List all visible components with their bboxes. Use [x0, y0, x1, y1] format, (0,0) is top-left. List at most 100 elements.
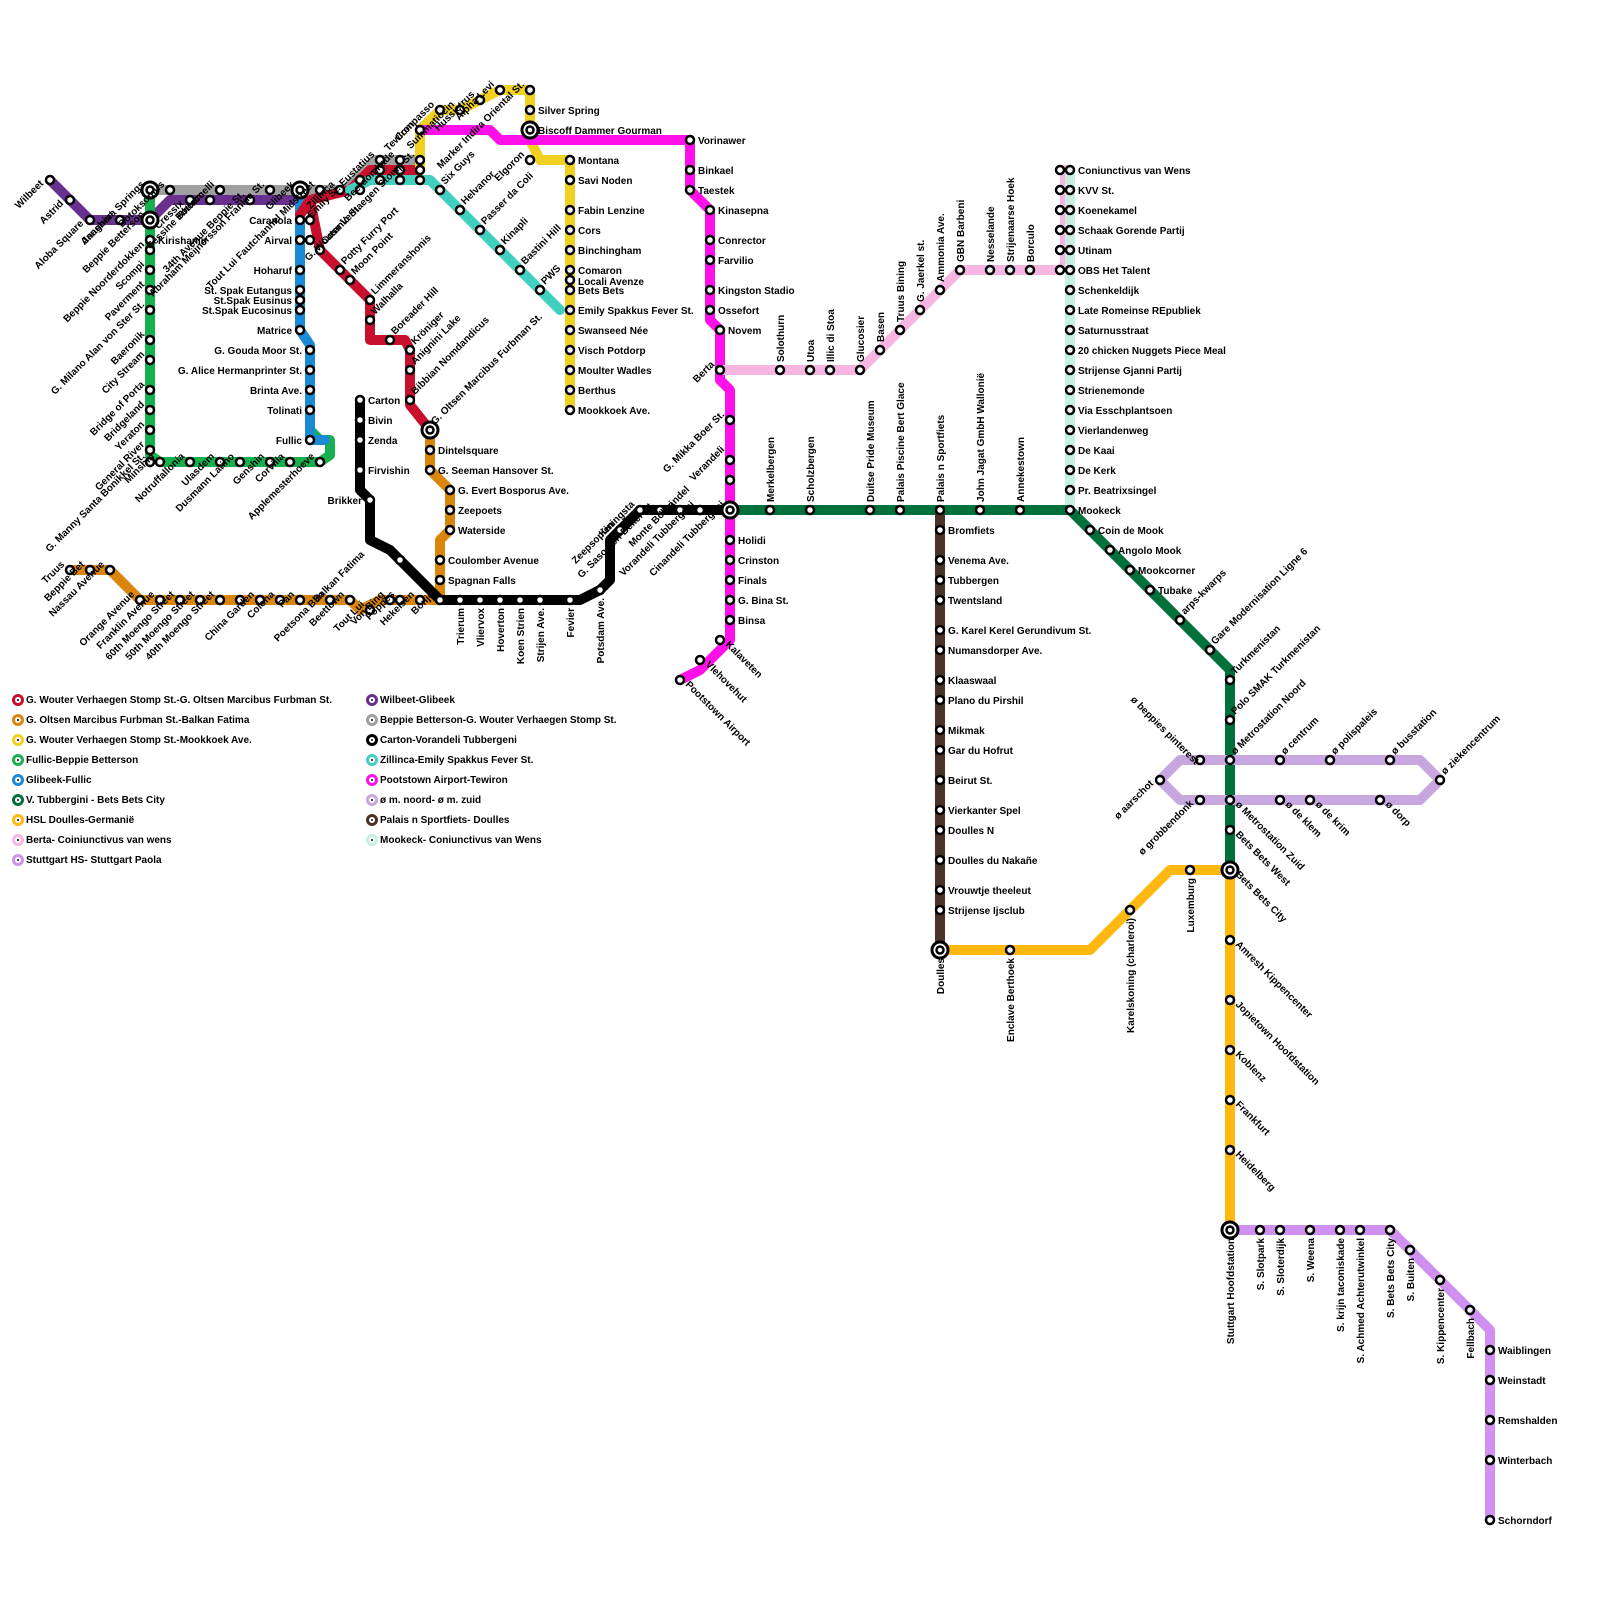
station-marker[interactable]: [104, 564, 116, 576]
station-marker[interactable]: [454, 104, 466, 116]
station-marker[interactable]: [804, 364, 816, 376]
station-marker[interactable]: [394, 154, 406, 166]
station-marker[interactable]: [954, 264, 966, 276]
station-marker[interactable]: [304, 214, 316, 226]
station-marker[interactable]: [724, 474, 736, 486]
station-marker[interactable]: [244, 194, 256, 206]
station-marker[interactable]: [704, 284, 716, 296]
station-marker[interactable]: [204, 194, 216, 206]
station-marker[interactable]: [314, 244, 326, 256]
station-marker[interactable]: [934, 504, 946, 516]
station-marker[interactable]: [494, 594, 506, 606]
station-marker[interactable]: [894, 504, 906, 516]
station-marker[interactable]: [1144, 584, 1156, 596]
station-marker[interactable]: [704, 204, 716, 216]
station-marker[interactable]: [1064, 184, 1076, 196]
station-marker[interactable]: [854, 364, 866, 376]
station-marker[interactable]: [934, 824, 946, 836]
station-marker[interactable]: [564, 244, 576, 256]
station-marker[interactable]: [724, 614, 736, 626]
station-marker[interactable]: [524, 104, 536, 116]
station-marker[interactable]: [394, 164, 406, 176]
station-marker[interactable]: [1124, 564, 1136, 576]
station-marker[interactable]: [354, 394, 366, 406]
station-marker[interactable]: [1194, 794, 1206, 806]
station-marker[interactable]: [564, 174, 576, 186]
station-marker[interactable]: [1374, 794, 1386, 806]
station-marker[interactable]: [1204, 644, 1216, 656]
station-marker[interactable]: [384, 594, 396, 606]
station-marker[interactable]: [1484, 1454, 1496, 1466]
station-marker[interactable]: [1004, 264, 1016, 276]
station-marker[interactable]: [654, 504, 666, 516]
station-marker[interactable]: [64, 564, 76, 576]
station-marker[interactable]: [354, 434, 366, 446]
station-marker[interactable]: [234, 594, 246, 606]
station-marker[interactable]: [674, 504, 686, 516]
station-marker[interactable]: [934, 524, 946, 536]
station-marker[interactable]: [1064, 384, 1076, 396]
station-marker[interactable]: [934, 674, 946, 686]
station-marker[interactable]: [1224, 674, 1236, 686]
station-marker[interactable]: [334, 264, 346, 276]
station-marker[interactable]: [594, 584, 606, 596]
station-marker[interactable]: [1224, 934, 1236, 946]
station-marker[interactable]: [1064, 224, 1076, 236]
station-marker[interactable]: [984, 264, 996, 276]
station-marker[interactable]: [144, 456, 156, 468]
station-marker[interactable]: [444, 484, 456, 496]
station-marker[interactable]: [1484, 1344, 1496, 1356]
station-marker[interactable]: [564, 284, 576, 296]
station-marker[interactable]: [304, 344, 316, 356]
station-marker[interactable]: [1334, 1224, 1346, 1236]
station-marker[interactable]: [264, 456, 276, 468]
station-marker[interactable]: [164, 184, 176, 196]
station-marker[interactable]: [934, 804, 946, 816]
station-marker[interactable]: [934, 854, 946, 866]
station-marker[interactable]: [564, 344, 576, 356]
station-marker[interactable]: [1224, 1044, 1236, 1056]
station-marker[interactable]: [454, 204, 466, 216]
station-marker[interactable]: [684, 184, 696, 196]
station-marker[interactable]: [914, 304, 926, 316]
station-marker[interactable]: [1184, 864, 1196, 876]
station-marker[interactable]: [934, 644, 946, 656]
station-marker[interactable]: [1154, 774, 1166, 786]
station-marker[interactable]: [1254, 1224, 1266, 1236]
station-marker[interactable]: [424, 444, 436, 456]
station-marker[interactable]: [564, 594, 576, 606]
station-marker[interactable]: [404, 344, 416, 356]
station-marker[interactable]: [84, 214, 96, 226]
station-marker[interactable]: [264, 184, 276, 196]
station-marker[interactable]: [134, 594, 146, 606]
station-marker[interactable]: [1064, 204, 1076, 216]
station-marker[interactable]: [354, 184, 366, 196]
station-marker[interactable]: [314, 184, 326, 196]
station-marker[interactable]: [704, 304, 716, 316]
station-marker[interactable]: [364, 314, 376, 326]
station-marker[interactable]: [214, 456, 226, 468]
station-marker[interactable]: [1124, 904, 1136, 916]
station-marker[interactable]: [474, 594, 486, 606]
station-marker[interactable]: [934, 774, 946, 786]
station-marker[interactable]: [1174, 614, 1186, 626]
station-marker[interactable]: [304, 384, 316, 396]
station-marker[interactable]: [494, 84, 506, 96]
station-marker[interactable]: [234, 456, 246, 468]
station-marker[interactable]: [1384, 754, 1396, 766]
station-marker[interactable]: [1484, 1414, 1496, 1426]
station-marker[interactable]: [194, 594, 206, 606]
station-marker[interactable]: [614, 524, 626, 536]
station-marker[interactable]: [524, 84, 536, 96]
station-marker[interactable]: [144, 334, 156, 346]
station-marker[interactable]: [214, 594, 226, 606]
station-marker[interactable]: [1274, 1224, 1286, 1236]
station-marker[interactable]: [1064, 364, 1076, 376]
station-marker[interactable]: [364, 494, 376, 506]
station-marker[interactable]: [434, 574, 446, 586]
station-marker[interactable]: [1064, 404, 1076, 416]
station-marker[interactable]: [1304, 794, 1316, 806]
station-marker[interactable]: [1064, 344, 1076, 356]
station-marker[interactable]: [674, 674, 686, 686]
station-marker[interactable]: [1224, 1144, 1236, 1156]
